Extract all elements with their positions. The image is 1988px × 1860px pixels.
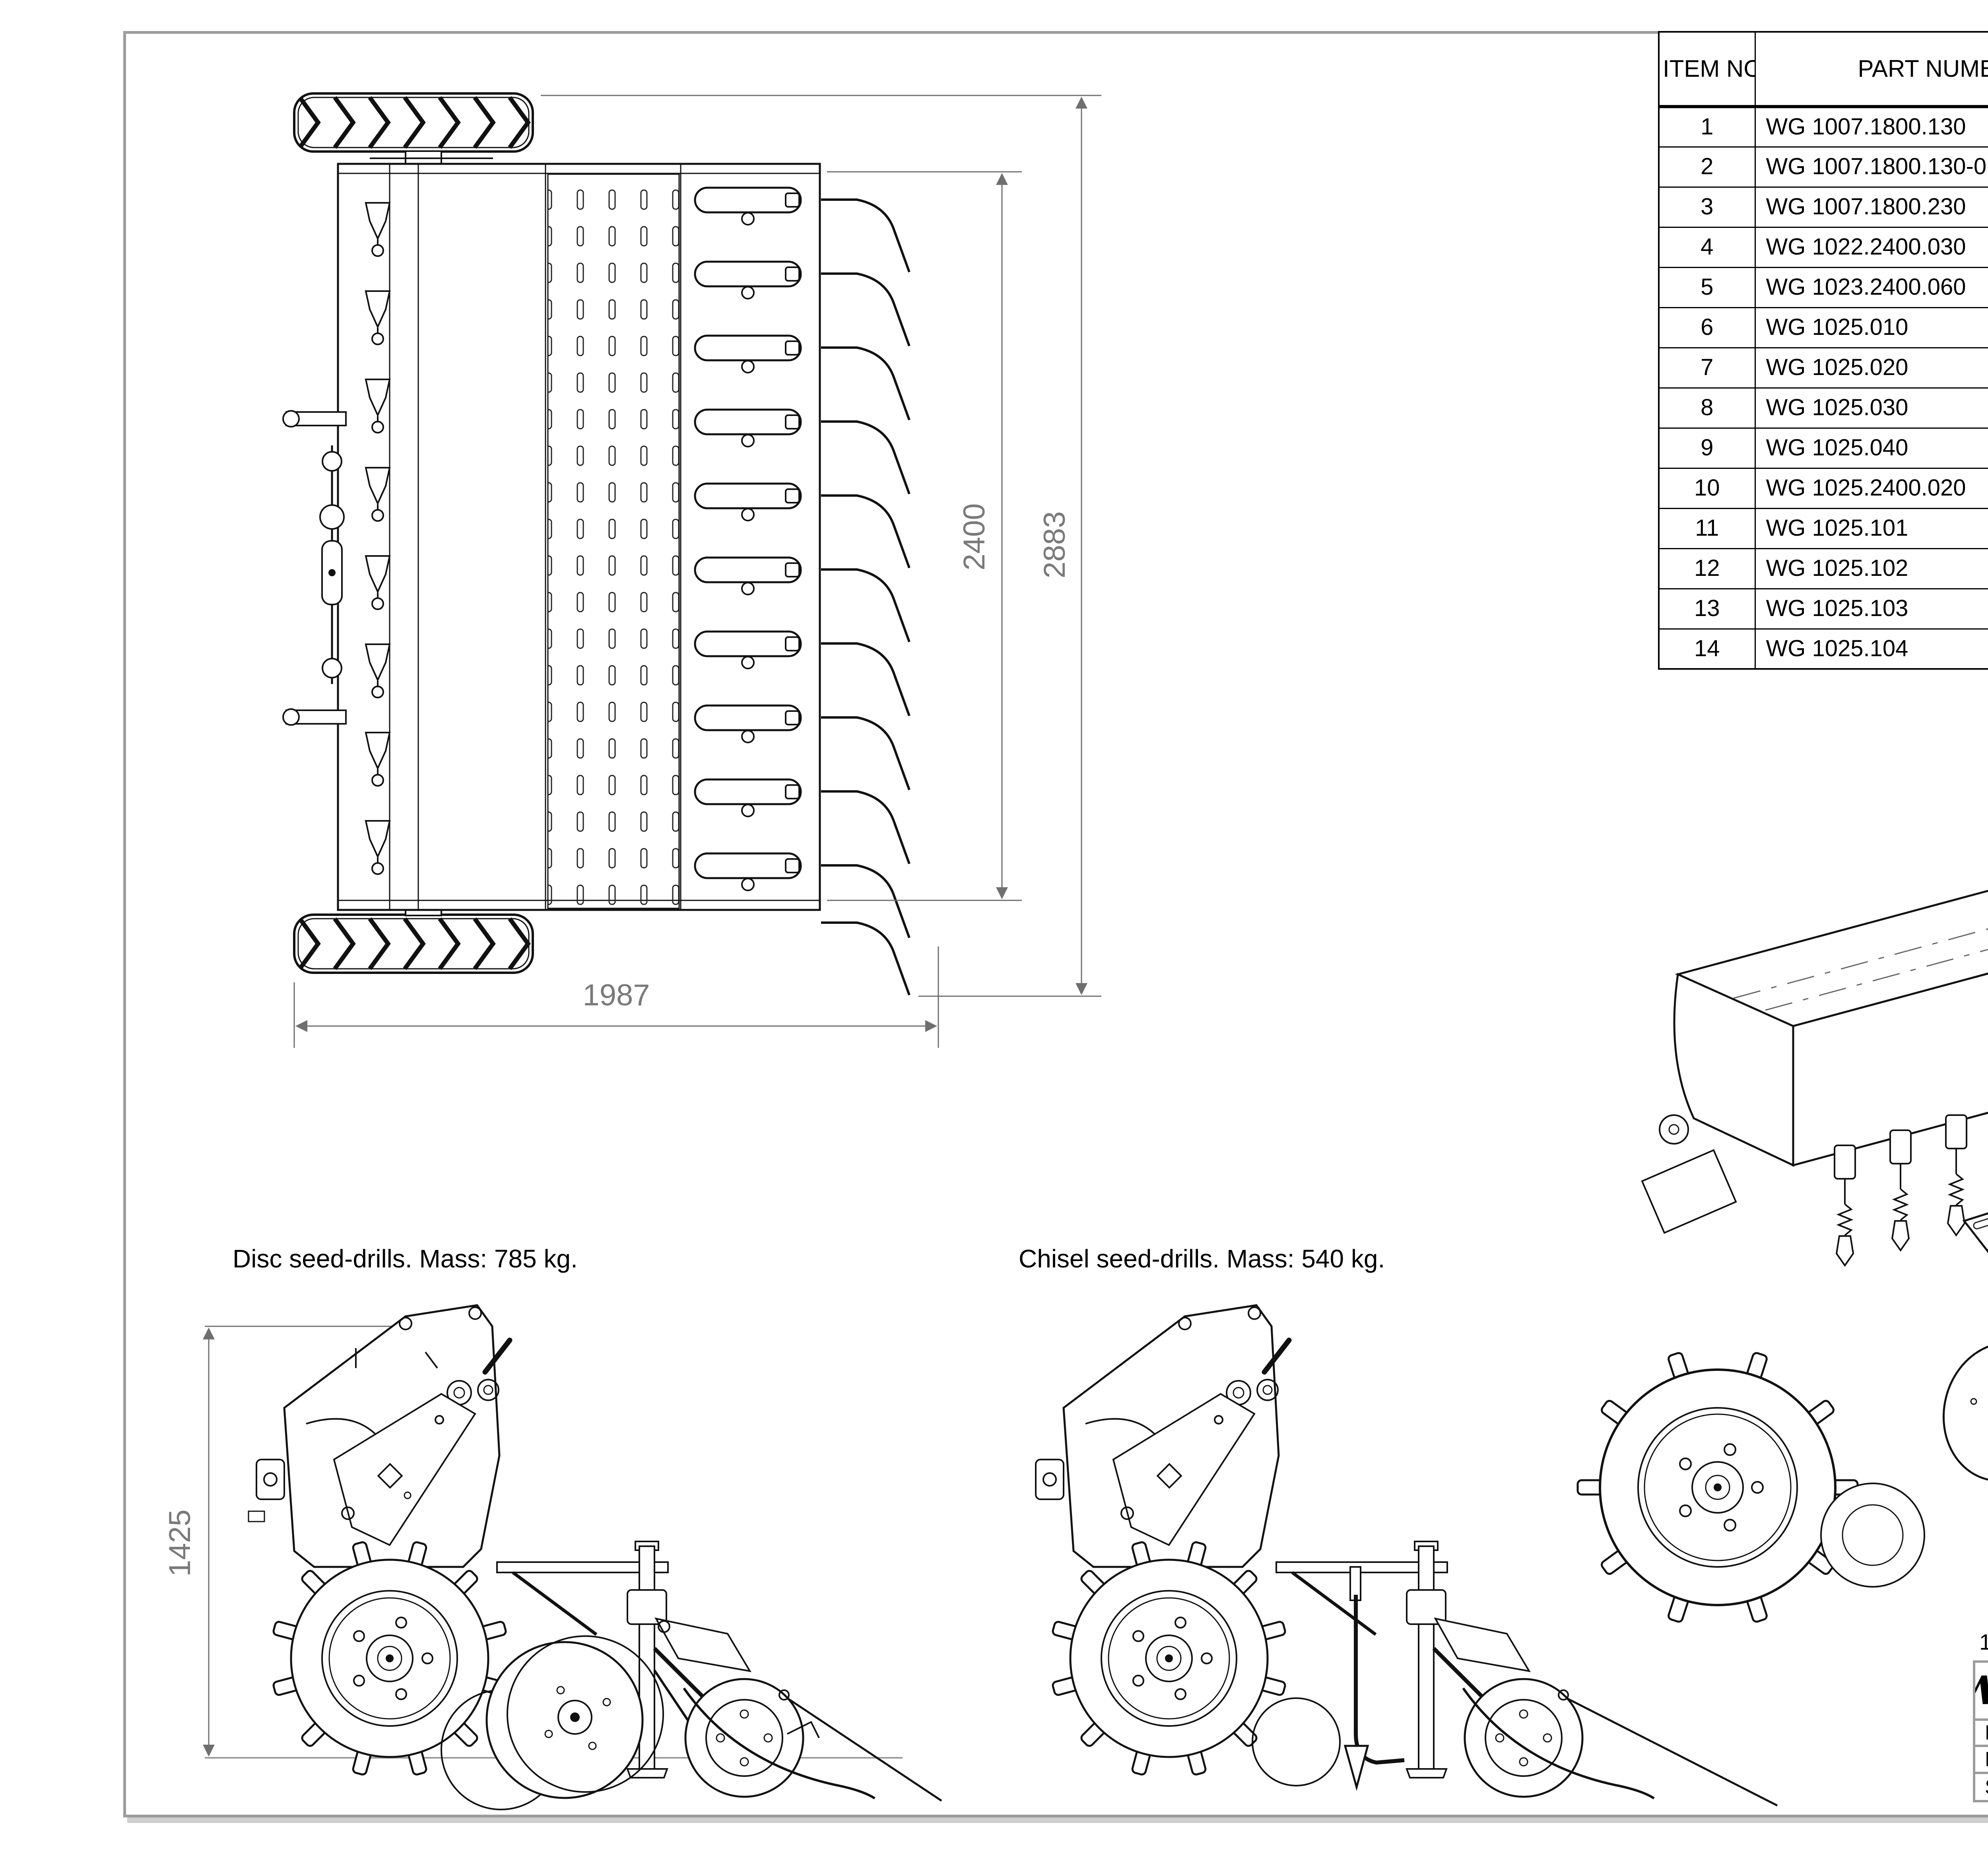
table-row: 7WG 1025.020Left variator1 bbox=[1658, 347, 1988, 389]
chisel-side-view bbox=[1035, 1304, 1778, 1807]
lever-plate bbox=[1112, 1393, 1256, 1546]
dim-1425-label: 1425 bbox=[163, 1509, 197, 1576]
marker-rod bbox=[1558, 1689, 1778, 1807]
press-wheel bbox=[1432, 1647, 1584, 1798]
hopper-box bbox=[1641, 890, 1988, 1234]
parts-table-header-row: ITEM NO. PART NUMBER DESCRIPTION QTY. bbox=[1658, 31, 1988, 108]
tire-bottom bbox=[294, 915, 533, 973]
walking-board bbox=[1962, 1212, 1988, 1254]
scale-field: Scale: 1:20 bbox=[1975, 1774, 1988, 1800]
top-view: 2400 2883 1987 bbox=[282, 72, 1101, 1048]
table-row: 1WG 1007.1800.130Sowing mechanism8 bbox=[1658, 106, 1988, 148]
lever-plate bbox=[333, 1393, 476, 1546]
perforated-board bbox=[547, 173, 680, 909]
cell-part: WG 1025.104 bbox=[1754, 628, 1988, 670]
cell-part: WG 1025.2400.020 bbox=[1754, 467, 1988, 509]
cell-part: WG 1025.101 bbox=[1754, 507, 1988, 549]
col-part-header: PART NUMBER bbox=[1754, 31, 1988, 108]
cell-item: 8 bbox=[1658, 387, 1756, 429]
cell-item: 3 bbox=[1658, 186, 1756, 228]
table-row: 5WG 1023.2400.060Board1 bbox=[1658, 266, 1988, 308]
cell-item: 4 bbox=[1658, 226, 1756, 268]
drive-wheel bbox=[273, 1541, 507, 1775]
cell-part: WG 1025.103 bbox=[1754, 588, 1988, 630]
cell-part: WG 1007.1800.230 bbox=[1754, 186, 1988, 228]
dim-2883 bbox=[541, 95, 1101, 997]
disc-opener bbox=[441, 1635, 664, 1810]
marker-rod bbox=[779, 1689, 942, 1802]
title-block: Work Gadget Mass: 682906.35, g. Material… bbox=[1973, 1660, 1988, 1802]
press-wheel bbox=[653, 1647, 820, 1798]
cell-part: WG 1022.2400.030 bbox=[1754, 226, 1988, 268]
cell-item: 6 bbox=[1658, 307, 1756, 348]
tines bbox=[821, 200, 909, 995]
cell-part: WG 1025.030 bbox=[1754, 387, 1988, 429]
table-row: 3WG 1007.1800.230Trail ripper2 bbox=[1658, 186, 1988, 228]
cell-item: 5 bbox=[1658, 266, 1756, 308]
rear-frame bbox=[1276, 1541, 1531, 1778]
sheet-border bbox=[123, 31, 1988, 1817]
rear-frame bbox=[496, 1541, 751, 1778]
dim-1987-label: 1987 bbox=[582, 978, 650, 1012]
cell-item: 7 bbox=[1658, 347, 1756, 389]
table-row: 8WG 1025.030Left protector1 bbox=[1658, 387, 1988, 429]
machine-body bbox=[337, 163, 821, 911]
company-name: Work Gadget bbox=[1975, 1663, 1988, 1718]
cell-item: 12 bbox=[1658, 548, 1756, 589]
table-row: 2WG 1007.1800.130-01Sowing mechanism8 bbox=[1658, 146, 1988, 188]
disc-view-caption: Disc seed-drills. Mass: 785 kg. bbox=[233, 1244, 578, 1273]
table-row: 9WG 1025.040Right protector1 bbox=[1658, 427, 1988, 469]
cell-part: WG 1007.1800.130-01 bbox=[1754, 146, 1988, 188]
cell-item: 13 bbox=[1658, 588, 1756, 630]
table-row: 4WG 1022.2400.030Cover1 bbox=[1658, 226, 1988, 268]
transport-wheel bbox=[1820, 1483, 1925, 1588]
material-field: Material: bbox=[1975, 1747, 1988, 1772]
dim-2883-label: 2883 bbox=[1038, 511, 1072, 578]
mass-field: Mass: 682906.35, g. bbox=[1975, 1721, 1988, 1745]
chisel-view-caption: Chisel seed-drills. Mass: 540 kg. bbox=[1019, 1244, 1385, 1273]
hitch-bracket bbox=[1035, 1459, 1064, 1500]
rear-tine bbox=[1462, 1687, 1655, 1800]
dim-1987 bbox=[293, 947, 939, 1048]
cell-part: WG 1025.102 bbox=[1754, 548, 1988, 589]
hitch-bracket bbox=[248, 1459, 285, 1522]
col-item-header: ITEM NO. bbox=[1658, 31, 1756, 108]
drive-wheel bbox=[1578, 1352, 1858, 1623]
cell-part: WG 1025.040 bbox=[1754, 427, 1988, 469]
chisel-shank bbox=[1252, 1566, 1405, 1791]
cell-item: 11 bbox=[1658, 507, 1756, 549]
tire-top bbox=[294, 93, 533, 152]
cell-part: WG 1025.020 bbox=[1754, 347, 1988, 389]
isometric-view bbox=[1543, 890, 1988, 1670]
cell-item: 9 bbox=[1658, 427, 1756, 469]
cell-part: WG 1007.1800.130 bbox=[1754, 106, 1988, 148]
rear-tine bbox=[683, 1687, 876, 1800]
cell-item: 10 bbox=[1658, 467, 1756, 509]
cell-part: WG 1025.010 bbox=[1754, 307, 1988, 348]
note-iso-2768: 1. Possible dimensional deviations accor… bbox=[1979, 1629, 1988, 1654]
cell-part: WG 1023.2400.060 bbox=[1754, 266, 1988, 308]
dim-2400-label: 2400 bbox=[957, 503, 991, 570]
left-linkage bbox=[282, 410, 347, 726]
cell-item: 14 bbox=[1658, 628, 1756, 670]
cell-item: 1 bbox=[1658, 106, 1756, 148]
cell-item: 2 bbox=[1658, 146, 1756, 188]
table-row: 6WG 1025.010Right variator1 bbox=[1658, 307, 1988, 348]
parts-table: ITEM NO. PART NUMBER DESCRIPTION QTY. 1W… bbox=[1658, 31, 1988, 670]
disc-side-view: 1425 bbox=[163, 1304, 942, 1810]
dim-2400 bbox=[827, 171, 1022, 901]
drive-wheel bbox=[1052, 1541, 1286, 1775]
